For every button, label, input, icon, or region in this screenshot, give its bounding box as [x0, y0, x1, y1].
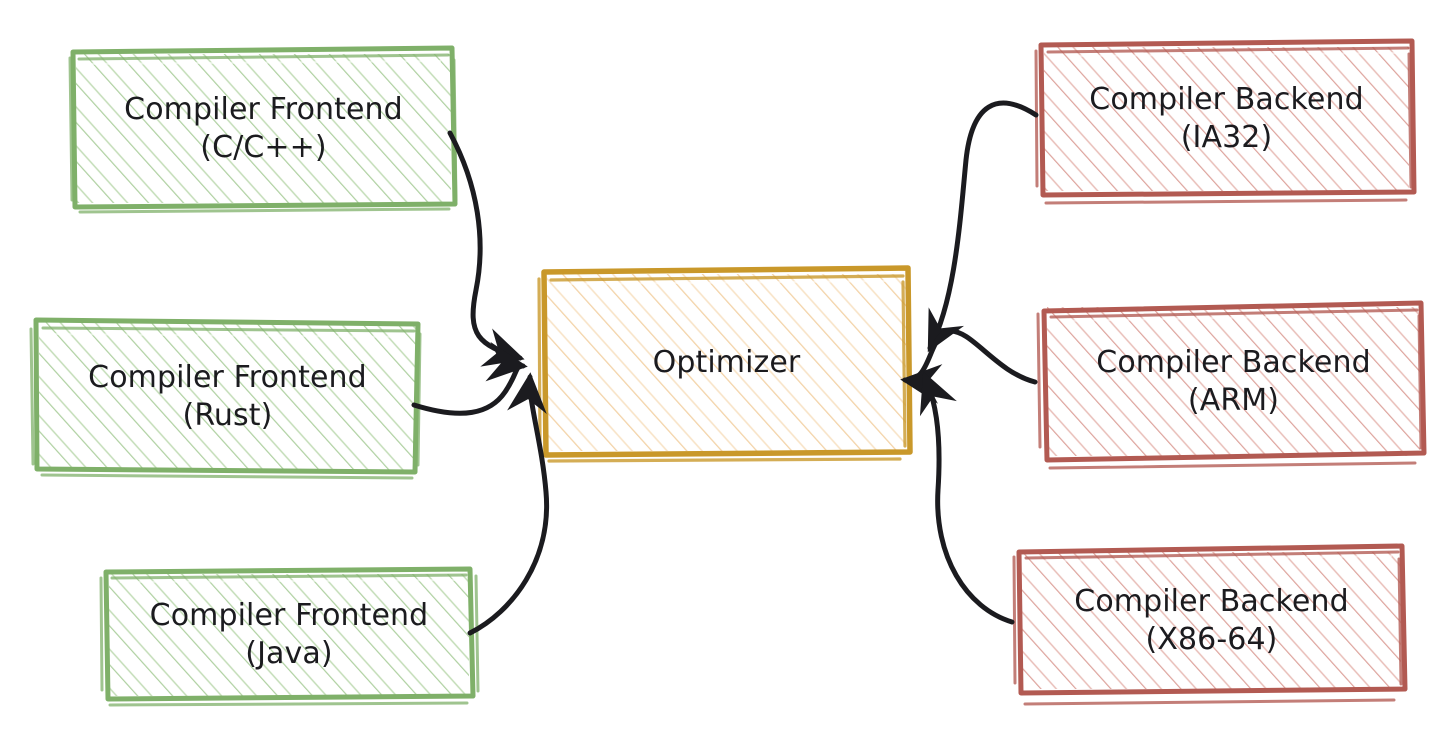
- edge-arm-to-optimizer: [900, 328, 1038, 404]
- edge-rust-to-optimizer: [411, 341, 528, 416]
- node-frontend-rust[interactable]: [29, 317, 422, 480]
- node-frontend-c-cpp[interactable]: [68, 45, 458, 214]
- edge-x86-64-to-optimizer: [919, 371, 1015, 625]
- edge-ia32-to-optimizer: [927, 100, 1039, 353]
- node-backend-arm[interactable]: [1036, 300, 1427, 470]
- node-backend-ia32[interactable]: [1034, 38, 1417, 205]
- node-optimizer[interactable]: [537, 265, 913, 463]
- node-backend-x86-64[interactable]: [1012, 543, 1408, 706]
- edge-c-cpp-to-optimizer: [447, 130, 525, 367]
- node-frontend-java[interactable]: [99, 566, 480, 707]
- edge-java-to-optimizer: [467, 372, 550, 636]
